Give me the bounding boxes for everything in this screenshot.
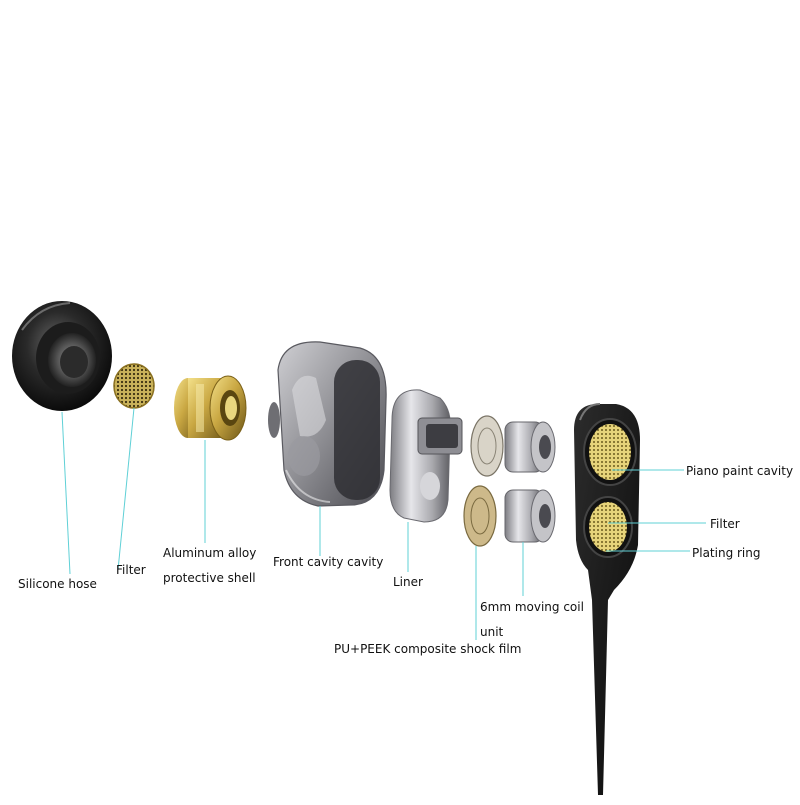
label-silicone-hose: Silicone hose: [18, 577, 97, 591]
leader-filter-left: [117, 407, 135, 571]
leader-lines: [61, 407, 706, 640]
silicone-hose-part: [12, 301, 112, 411]
front-cavity-part: [268, 341, 387, 507]
label-liner: Liner: [393, 575, 423, 589]
shock-film-parts: [463, 415, 504, 547]
aluminum-shell-part: [174, 375, 247, 441]
label-shock-film: PU+PEEK composite shock film: [334, 642, 522, 656]
filter-mesh-part: [113, 363, 155, 409]
moving-coil-units: [504, 421, 556, 543]
label-moving-coil-line2: unit: [480, 625, 504, 639]
label-front-cavity: Front cavity cavity: [273, 555, 384, 569]
leader-silicone-hose: [61, 411, 71, 575]
label-filter-left: Filter: [116, 563, 146, 577]
label-aluminum-line2: protective shell: [163, 571, 256, 585]
liner-part: [389, 389, 463, 523]
label-moving-coil-line1: 6mm moving coil: [480, 600, 584, 614]
label-piano-paint: Piano paint cavity: [686, 464, 794, 478]
label-filter-right: Filter: [710, 517, 740, 531]
label-aluminum-line1: Aluminum alloy: [163, 546, 257, 560]
earphone-housing: [574, 403, 640, 795]
label-plating-ring: Plating ring: [692, 546, 761, 560]
